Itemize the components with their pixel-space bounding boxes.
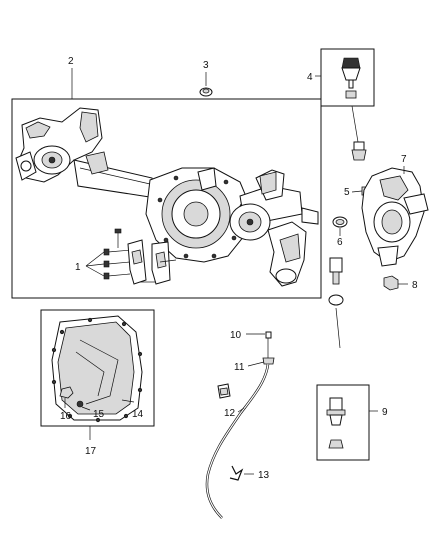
callout-1-leaders bbox=[85, 251, 105, 277]
drain-plug-16 bbox=[59, 386, 74, 399]
callout-13: 13 bbox=[258, 470, 270, 481]
nut-8 bbox=[383, 275, 399, 291]
hose-connector bbox=[217, 383, 231, 399]
callout-12: 12 bbox=[224, 408, 236, 419]
callout-16: 16 bbox=[60, 411, 72, 422]
callout-4: 4 bbox=[307, 72, 313, 83]
callout-15: 15 bbox=[93, 409, 105, 420]
differential-cover bbox=[51, 315, 143, 423]
ball-joint-install-line bbox=[351, 105, 359, 143]
callout-3: 3 bbox=[203, 60, 209, 71]
callout-5-leader bbox=[351, 190, 363, 193]
bolt-bracket-set bbox=[103, 228, 177, 285]
steering-knuckle bbox=[361, 167, 429, 267]
upper-ball-joint bbox=[341, 57, 361, 99]
vent-fitting bbox=[199, 87, 213, 97]
lower-ball-joint-installed bbox=[328, 257, 344, 306]
cover-kit-box bbox=[40, 309, 155, 427]
lower-ball-joint-install-line bbox=[335, 307, 341, 349]
callout-7: 7 bbox=[401, 154, 407, 165]
hose-clip bbox=[229, 465, 244, 481]
callout-8: 8 bbox=[412, 280, 418, 291]
upper-ball-joint-installed bbox=[351, 141, 367, 161]
callout-15-leader bbox=[81, 406, 91, 411]
lower-ball-joint bbox=[326, 397, 346, 449]
callout-2: 2 bbox=[68, 56, 74, 67]
lower-ball-joint-kit-box bbox=[316, 384, 370, 461]
callout-14: 14 bbox=[132, 409, 144, 420]
seal-6 bbox=[332, 216, 348, 228]
axle-housing-frame bbox=[11, 98, 322, 299]
callout-12-leader bbox=[237, 407, 245, 413]
callout-9: 9 bbox=[382, 407, 388, 418]
callout-17: 17 bbox=[85, 446, 97, 457]
fill-plug-15 bbox=[76, 400, 84, 408]
callout-11-leader bbox=[247, 361, 265, 367]
axle-housing-assembly bbox=[15, 107, 319, 287]
upper-ball-joint-kit-box bbox=[320, 48, 375, 107]
callout-6: 6 bbox=[337, 237, 343, 248]
callout-11: 11 bbox=[234, 362, 245, 373]
callout-5: 5 bbox=[344, 187, 350, 198]
callout-1: 1 bbox=[75, 262, 81, 273]
axle-vent-hose-tube bbox=[262, 331, 275, 365]
vent-hose bbox=[205, 363, 270, 519]
callout-10: 10 bbox=[230, 330, 242, 341]
callout-14-leader bbox=[121, 399, 135, 403]
